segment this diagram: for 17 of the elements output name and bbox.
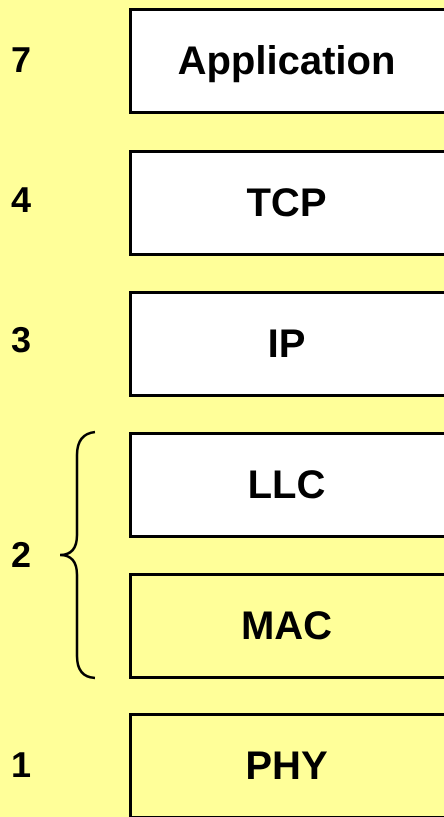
layer-name: PHY [245,746,328,786]
layer-box [129,150,444,256]
layer-number: 2 [11,537,32,573]
layer-box [129,573,444,679]
layer-box [129,713,444,817]
layer-box [129,8,444,114]
layer-number: 4 [11,182,32,218]
layer-name: LLC [248,465,326,505]
layer-number: 7 [11,42,32,78]
layer-name: IP [268,324,306,364]
layer-number: 3 [11,322,32,358]
layer-box [129,432,444,538]
layer-number: 1 [11,747,32,783]
layer-name: TCP [246,183,326,223]
layer-name: MAC [240,606,332,646]
layer-name: Application [178,41,396,81]
layer-box [129,291,444,397]
